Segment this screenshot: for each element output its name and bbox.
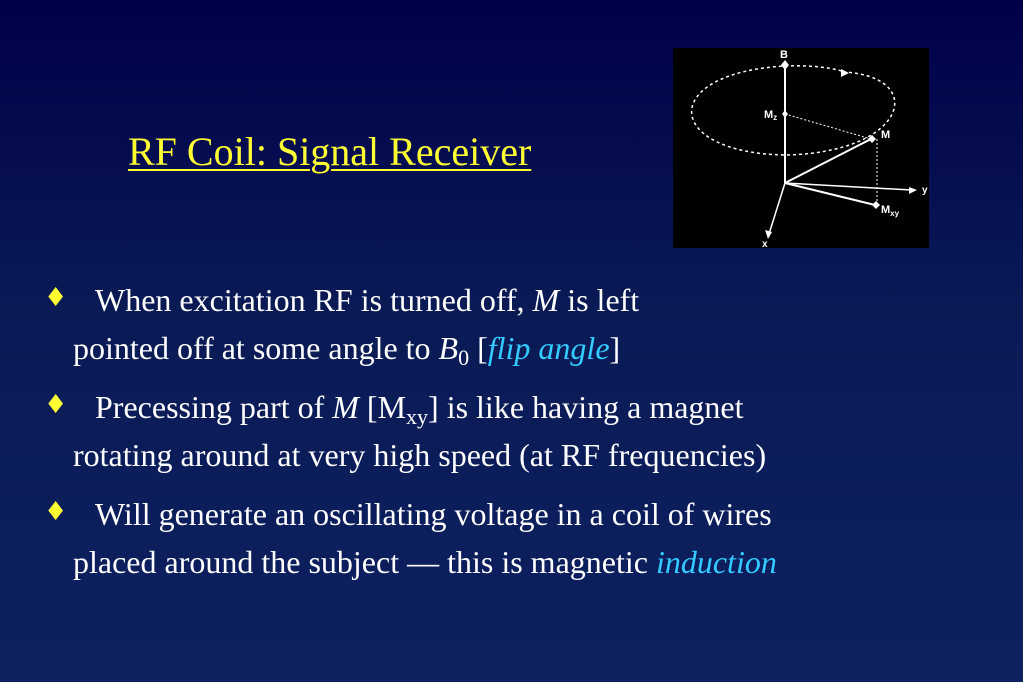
label-mxy: Mxy [881, 204, 900, 218]
magnetization-diagram: B Mz M Mxy y x [673, 48, 929, 248]
bullet-1-line-1: When excitation RF is turned off, M is l… [95, 282, 640, 318]
y-axis-arrow [909, 187, 917, 194]
bullet-2-line-2: rotating around at very high speed (at R… [73, 437, 767, 473]
y-axis [784, 182, 912, 191]
mxy-marker [872, 201, 880, 209]
label-mz-main: M [764, 109, 773, 121]
label-y: y [922, 185, 928, 196]
flip-angle-term: flip angle [487, 330, 610, 366]
diamond-icon: ♦ [44, 390, 68, 420]
mz-projection [784, 113, 872, 140]
bullet-3-line-2: placed around the subject — this is magn… [73, 544, 777, 580]
label-mxy-main: M [881, 204, 890, 216]
precession-path [691, 65, 896, 156]
mxy-vector [784, 182, 876, 206]
diamond-icon: ♦ [44, 283, 68, 313]
slide-title: RF Coil: Signal Receiver [128, 129, 532, 174]
x-axis-arrow [765, 230, 772, 239]
induction-term: induction [655, 544, 777, 580]
bullet-3-line-1: Will generate an oscillating voltage in … [95, 496, 772, 532]
label-mz: Mz [764, 109, 777, 122]
label-mz-sub: z [773, 113, 777, 122]
label-m: M [881, 129, 890, 141]
m-vector [784, 138, 872, 184]
bullet-3: ♦ Will generate an oscillating voltage i… [44, 490, 1004, 586]
m-marker [868, 135, 876, 143]
x-axis [768, 182, 786, 235]
diamond-icon: ♦ [44, 497, 68, 527]
b-marker [781, 60, 789, 70]
label-x: x [762, 239, 768, 248]
bullet-2-line-1: Precessing part of M [Mxy] is like havin… [95, 389, 744, 429]
label-b: B [780, 49, 788, 61]
bullet-1: ♦ When excitation RF is turned off, M is… [44, 276, 1004, 372]
bullet-1-line-2: pointed off at some angle to B0 [flip an… [73, 330, 621, 370]
bullet-list: ♦ When excitation RF is turned off, M is… [44, 276, 1004, 597]
label-mxy-sub: xy [890, 209, 899, 218]
precession-arrow-head [841, 69, 849, 77]
bullet-2: ♦ Precessing part of M [Mxy] is like hav… [44, 383, 1004, 479]
